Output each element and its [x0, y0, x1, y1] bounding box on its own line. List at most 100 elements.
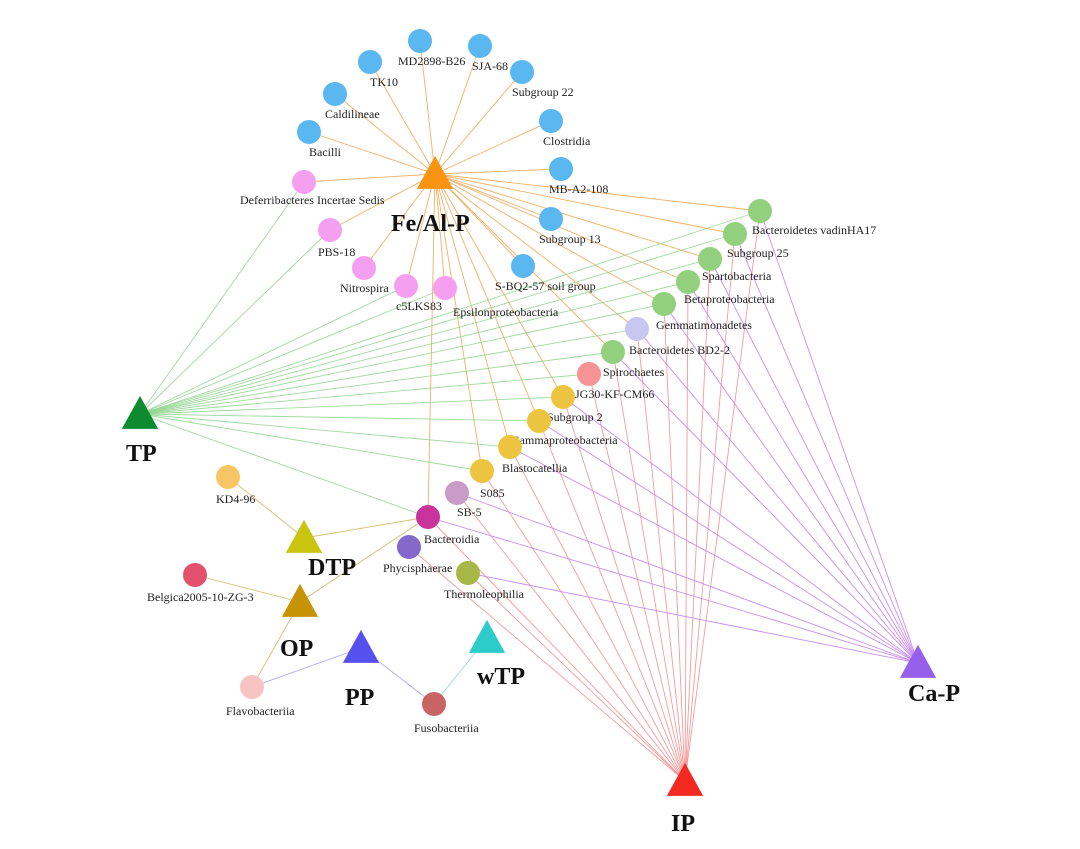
node-bactvadin: Bacteroidetes vadinHA17 [748, 199, 876, 237]
edge-cap-bactbd22 [636, 328, 919, 664]
node-circle [318, 218, 342, 242]
node-label: Bacteroidetes BD2-2 [629, 343, 730, 357]
edge-ip-sb5 [456, 492, 686, 782]
edge-tp-subgroup25 [139, 233, 736, 415]
edge-tp-gammaproteo [139, 413, 540, 422]
node-label: JG30-KF-CM66 [575, 387, 654, 401]
node-circle [676, 270, 700, 294]
node-phycisphaerae: Phycisphaerae [383, 535, 452, 575]
hub-label: Ca-P [908, 681, 960, 707]
node-circle [416, 505, 440, 529]
edge-cap-gammaproteo [538, 420, 919, 664]
node-label: S085 [480, 486, 505, 500]
node-label: Epsilonproteobacteria [453, 305, 559, 319]
node-bacilli: Bacilli [297, 120, 342, 159]
hub-label: wTP [477, 664, 525, 690]
edge-op-belgica [194, 574, 301, 603]
node-label: Fusobacteriia [414, 721, 479, 735]
node-tk10: TK10 [358, 50, 398, 89]
hub-label: PP [345, 685, 374, 711]
hub-triangle-icon [468, 619, 506, 653]
node-label: Gammaproteobacteria [511, 433, 618, 447]
edge-fealp-clostridia [434, 120, 552, 175]
edge-cap-blastocatellia [509, 446, 919, 664]
node-circle [601, 340, 625, 364]
edge-fealp-md2898 [419, 40, 436, 175]
edge-cap-spirochaetes [612, 351, 919, 664]
node-circle [539, 207, 563, 231]
node-circle [539, 109, 563, 133]
hub-triangle-icon [416, 155, 454, 189]
node-circle [577, 362, 601, 386]
edge-fealp-deferribacteres [303, 173, 436, 183]
edge-tp-c5lks83 [139, 285, 407, 415]
node-label: Blastocatellia [502, 461, 568, 475]
node-circle [723, 222, 747, 246]
hub-triangle-icon [285, 519, 323, 553]
edge-ip-s085 [481, 470, 686, 782]
hub-cap: Ca-P [899, 644, 960, 707]
edge-fealp-bactvadin [434, 173, 761, 212]
edge-fealp-bacteroidia [427, 173, 436, 518]
edge-tp-subgroup2 [139, 396, 564, 415]
node-circle [358, 50, 382, 74]
node-circle [498, 435, 522, 459]
node-blastocatellia: Blastocatellia [498, 435, 568, 475]
hub-triangle-icon [666, 762, 704, 796]
node-circle [625, 317, 649, 341]
node-circle [323, 82, 347, 106]
edge-cap-bactvadin [759, 210, 919, 664]
node-circle [292, 170, 316, 194]
edge-tp-gemmatimonadetes [139, 303, 665, 415]
hub-ip: IP [666, 762, 704, 837]
node-jg30: JG30-KF-CM66 [575, 362, 654, 401]
node-spartobacteria: Spartobacteria [698, 247, 772, 283]
node-spirochaetes: Spirochaetes [601, 340, 665, 379]
edge-tp-spirochaetes [139, 351, 614, 415]
node-thermoleophilia: Thermoleophilia [444, 561, 525, 601]
node-subgroup25: Subgroup 25 [723, 222, 789, 260]
hub-op: OP [280, 583, 319, 662]
edge-fealp-s085 [434, 173, 483, 472]
node-flavobacteriia: Flavobacteriia [226, 675, 295, 718]
node-mba2108: MB-A2-108 [549, 157, 608, 196]
node-clostridia: Clostridia [539, 109, 591, 148]
edge-ip-bactvadin [684, 210, 761, 782]
node-epsilon: Epsilonproteobacteria [433, 276, 559, 319]
edge-fealp-sja68 [434, 45, 481, 175]
edge-ip-bacteroidia [427, 516, 686, 782]
node-subgroup13: Subgroup 13 [539, 207, 601, 246]
edge-fealp-bacilli [308, 131, 436, 175]
hub-dtp: DTP [285, 519, 356, 581]
node-label: Bacteroidia [424, 532, 480, 546]
edge-tp-bacteroidia [139, 413, 429, 518]
edge-op-bacteroidia [299, 516, 429, 603]
node-sb5: SB-5 [445, 481, 482, 519]
edge-ip-subgroup2 [562, 396, 686, 782]
edge-fealp-pbs18 [329, 173, 436, 231]
node-kd496: KD4-96 [216, 465, 255, 506]
node-subgroup22: Subgroup 22 [510, 60, 574, 99]
edge-fealp-spartobacteria [434, 173, 711, 260]
node-gemmatimonadetes: Gemmatimonadetes [652, 292, 752, 332]
node-sbq257: S-BQ2-57 soil group [495, 254, 596, 293]
edge-ip-spirochaetes [612, 351, 686, 782]
edge-tp-bactbd22 [139, 328, 638, 415]
node-circle [352, 256, 376, 280]
edge-fealp-bactbd22 [434, 173, 638, 330]
node-sja68: SJA-68 [468, 34, 508, 73]
edge-fealp-subgroup13 [434, 173, 552, 220]
node-subgroup2: Subgroup 2 [547, 385, 603, 424]
node-label: Betaproteobacteria [684, 292, 775, 306]
edge-cap-bacteroidia [427, 516, 919, 664]
edge-fealp-epsilon [434, 173, 446, 289]
node-md2898: MD2898-B26 [398, 29, 465, 68]
node-label: KD4-96 [216, 492, 255, 506]
edge-cap-subgroup2 [562, 396, 919, 664]
edge-tp-blastocatellia [139, 413, 511, 448]
edge-tp-s085 [139, 413, 483, 472]
node-label: Nitrospira [340, 281, 389, 295]
edge-tp-jg30 [139, 373, 590, 415]
